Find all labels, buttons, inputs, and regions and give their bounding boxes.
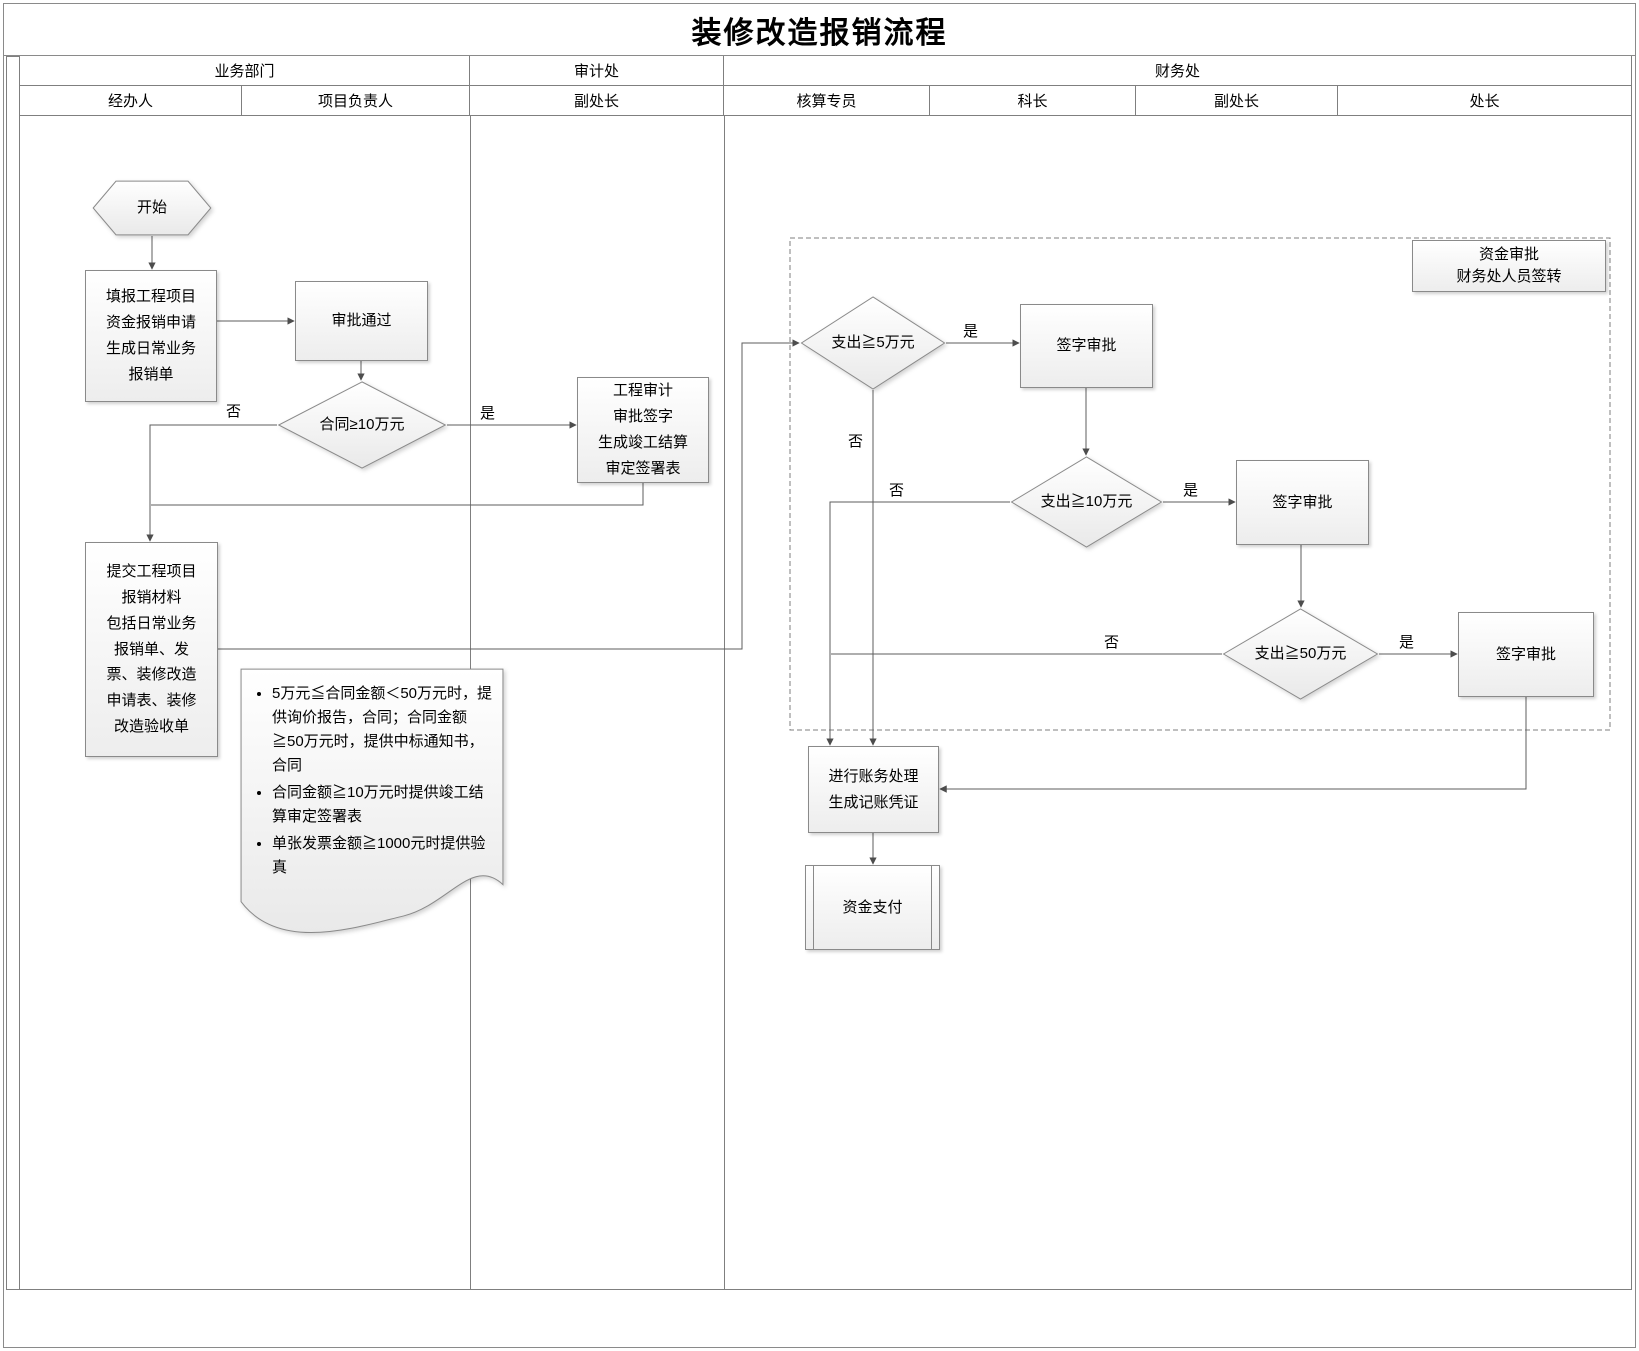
process-audit-sign-label: 工程审计 审批签字 生成竣工结算 审定签署表 — [597, 382, 688, 477]
process-bookkeeping: 进行账务处理 生成记账凭证 — [808, 746, 939, 833]
decision-contract-ge-100k: 合同≥10万元 — [277, 381, 447, 469]
note-item: 5万元≦合同金额＜50万元时，提供询价报告，合同；合同金额≧50万元时，提供中标… — [272, 682, 496, 778]
process-sign-approve-1: 签字审批 — [1020, 304, 1153, 388]
process-payment-label: 资金支付 — [842, 898, 903, 916]
decision-spend-100k-label: 支出≧10万元 — [1040, 493, 1133, 511]
edge-label-contract-yes: 是 — [480, 405, 496, 422]
process-sign-approve-3-label: 签字审批 — [1495, 645, 1556, 663]
process-fill-request: 填报工程项目 资金报销申请 生成日常业务 报销单 — [85, 270, 217, 402]
role-header-audit-deputy: 副处长 — [470, 86, 724, 116]
process-approve-pass-label: 审批通过 — [331, 312, 392, 330]
start-label: 开始 — [136, 199, 167, 217]
diamond-shape — [277, 381, 447, 469]
page-title: 装修改造报销流程 — [4, 4, 1635, 56]
process-sign-approve-1-label: 签字审批 — [1056, 337, 1117, 355]
diamond-shape — [800, 296, 946, 390]
diamond-shape — [1222, 608, 1379, 700]
role-header-finance-deputy: 副处长 — [1136, 86, 1338, 116]
dept-header-business: 业务部门 — [20, 56, 470, 86]
edge-label-100k-no: 否 — [889, 482, 905, 499]
process-submit-materials: 提交工程项目 报销材料 包括日常业务 报销单、发 票、装修改造 申请表、装修 改… — [85, 542, 218, 757]
dept-header-audit: 审计处 — [470, 56, 724, 86]
edge-label-100k-yes: 是 — [1183, 482, 1199, 499]
decision-spend-ge-50k: 支出≧5万元 — [800, 296, 946, 390]
edge-label-50k-no: 否 — [848, 433, 864, 450]
group-fund-approval-text: 资金审批 财务处人员签转 — [1456, 245, 1562, 286]
note-requirements: 5万元≦合同金额＜50万元时，提供询价报告，合同；合同金额≧50万元时，提供中标… — [240, 668, 504, 953]
process-submit-materials-label: 提交工程项目 报销材料 包括日常业务 报销单、发 票、装修改造 申请表、装修 改… — [106, 563, 197, 735]
document-shape — [240, 668, 504, 953]
role-header-project-lead: 项目负责人 — [242, 86, 470, 116]
start-node: 开始 — [92, 180, 212, 236]
note-item: 合同金额≧10万元时提供竣工结算审定签署表 — [272, 781, 496, 829]
phase-strip — [6, 56, 20, 1290]
note-list: 5万元≦合同金额＜50万元时，提供询价报告，合同；合同金额≧50万元时，提供中标… — [250, 682, 496, 880]
decision-spend-ge-500k: 支出≧50万元 — [1222, 608, 1379, 700]
edge-label-500k-yes: 是 — [1399, 634, 1415, 651]
process-approve-pass: 审批通过 — [295, 281, 428, 361]
page-border — [3, 3, 1636, 1348]
group-fund-approval-label: 资金审批 财务处人员签转 — [1412, 240, 1606, 292]
role-header-director: 处长 — [1338, 86, 1632, 116]
decision-spend-ge-100k: 支出≧10万元 — [1010, 456, 1163, 548]
dept-header-finance: 财务处 — [724, 56, 1632, 86]
process-bookkeeping-label: 进行账务处理 生成记账凭证 — [828, 767, 919, 811]
decision-spend-50k-label: 支出≧5万元 — [831, 334, 915, 352]
decision-spend-500k-label: 支出≧50万元 — [1254, 645, 1347, 663]
role-header-section-chief: 科长 — [930, 86, 1136, 116]
note-content: 5万元≦合同金额＜50万元时，提供询价报告，合同；合同金额≧50万元时，提供中标… — [250, 682, 496, 883]
diamond-shape — [1010, 456, 1163, 548]
edge-label-contract-no: 否 — [226, 403, 242, 420]
edge-label-50k-yes: 是 — [963, 323, 979, 340]
process-sign-approve-3: 签字审批 — [1458, 612, 1594, 697]
edge-label-500k-no: 否 — [1104, 634, 1120, 651]
process-audit-sign: 工程审计 审批签字 生成竣工结算 审定签署表 — [577, 377, 709, 483]
role-header-handler: 经办人 — [20, 86, 242, 116]
process-fill-request-label: 填报工程项目 资金报销申请 生成日常业务 报销单 — [105, 288, 196, 383]
process-sign-approve-2-label: 签字审批 — [1272, 493, 1333, 511]
decision-contract-label: 合同≥10万元 — [319, 416, 405, 434]
process-payment: 资金支付 — [805, 865, 940, 950]
note-item: 单张发票金额≧1000元时提供验真 — [272, 832, 496, 880]
role-header-accounting: 核算专员 — [724, 86, 930, 116]
hexagon-shape — [92, 180, 212, 236]
lane-divider-finance — [724, 116, 725, 1290]
process-sign-approve-2: 签字审批 — [1236, 460, 1369, 545]
